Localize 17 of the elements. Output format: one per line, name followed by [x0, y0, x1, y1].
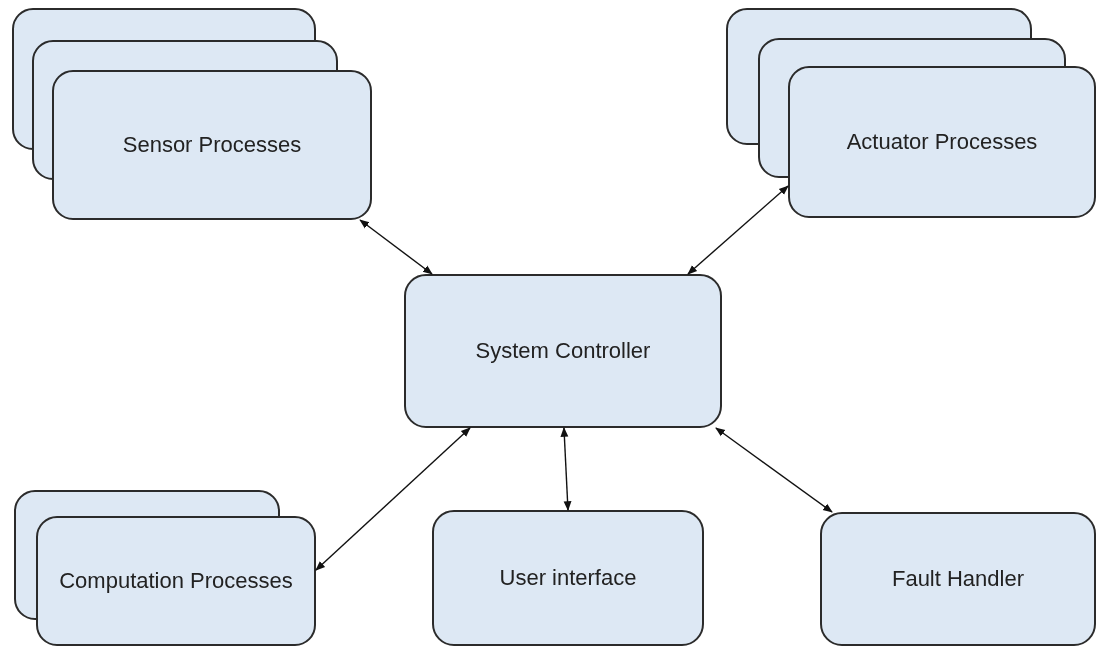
- double-arrow: [359, 219, 433, 275]
- node-label: User interface: [499, 563, 637, 592]
- double-arrow: [560, 427, 572, 511]
- node-label: Actuator Processes: [846, 127, 1038, 156]
- node-label: Fault Handler: [891, 564, 1025, 593]
- stacked-process-boxes: [726, 8, 1096, 218]
- node-label: System Controller: [475, 336, 651, 365]
- node-label: Computation Processes: [59, 566, 293, 595]
- process-box: [404, 274, 722, 428]
- process-box: [820, 512, 1096, 646]
- double-arrow: [715, 427, 833, 513]
- double-arrow: [315, 427, 471, 571]
- stacked-process-boxes: [14, 490, 316, 646]
- node-label: Sensor Processes: [122, 130, 302, 159]
- double-arrow: [687, 185, 789, 275]
- process-box: [432, 510, 704, 646]
- stacked-process-boxes: [12, 8, 372, 220]
